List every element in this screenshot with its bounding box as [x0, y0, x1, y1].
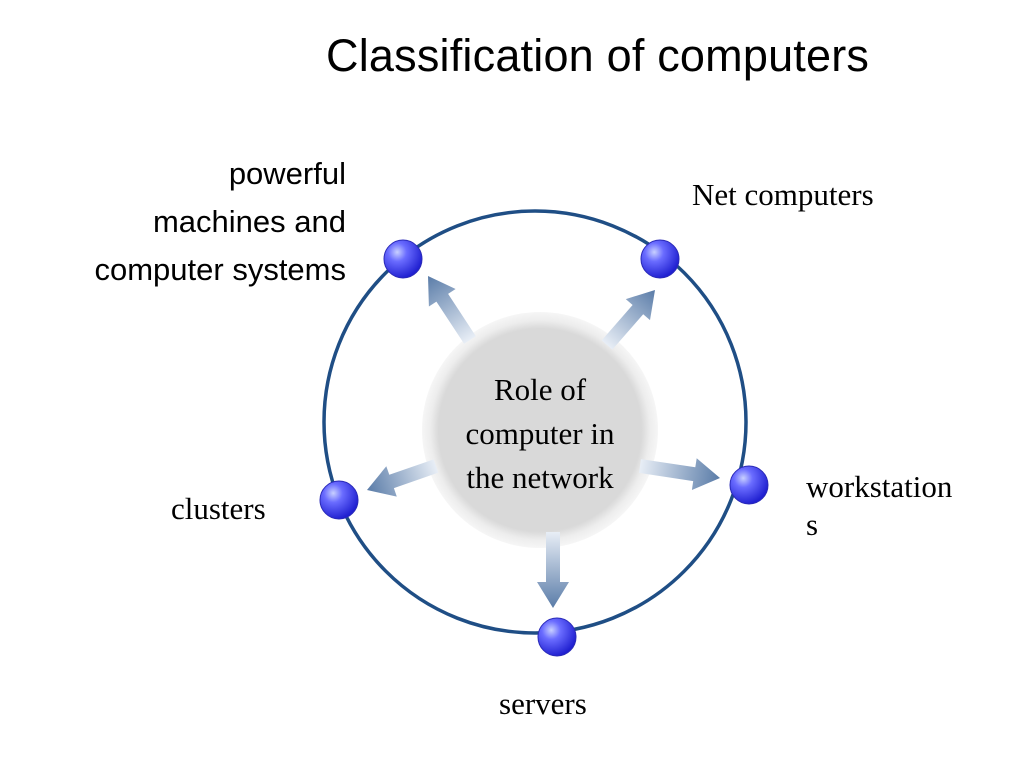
arrow-to-clusters: [367, 459, 439, 497]
arrow-to-servers: [537, 532, 569, 608]
node-powerful: [383, 239, 423, 279]
node-workstations: [729, 465, 769, 505]
arrow-to-workstations: [639, 458, 720, 490]
label-workstations: workstation s: [806, 469, 953, 542]
label-clusters: clusters: [171, 491, 266, 526]
node-net-computers: [640, 239, 680, 279]
node-servers: [537, 617, 577, 657]
label-powerful-machines: powerful machines and computer systems: [94, 156, 346, 287]
label-servers: servers: [499, 686, 587, 721]
label-net-computers: Net computers: [692, 177, 874, 212]
arrow-to-powerful: [428, 276, 476, 344]
slide-title: Classification of computers: [326, 30, 870, 81]
center-disc: [422, 312, 658, 548]
arrows-group: [367, 276, 720, 608]
outer-ring: [322, 209, 748, 635]
node-clusters: [319, 480, 359, 520]
center-label: Role of computer in the network: [465, 372, 615, 495]
arrow-to-net-computers: [601, 290, 655, 350]
